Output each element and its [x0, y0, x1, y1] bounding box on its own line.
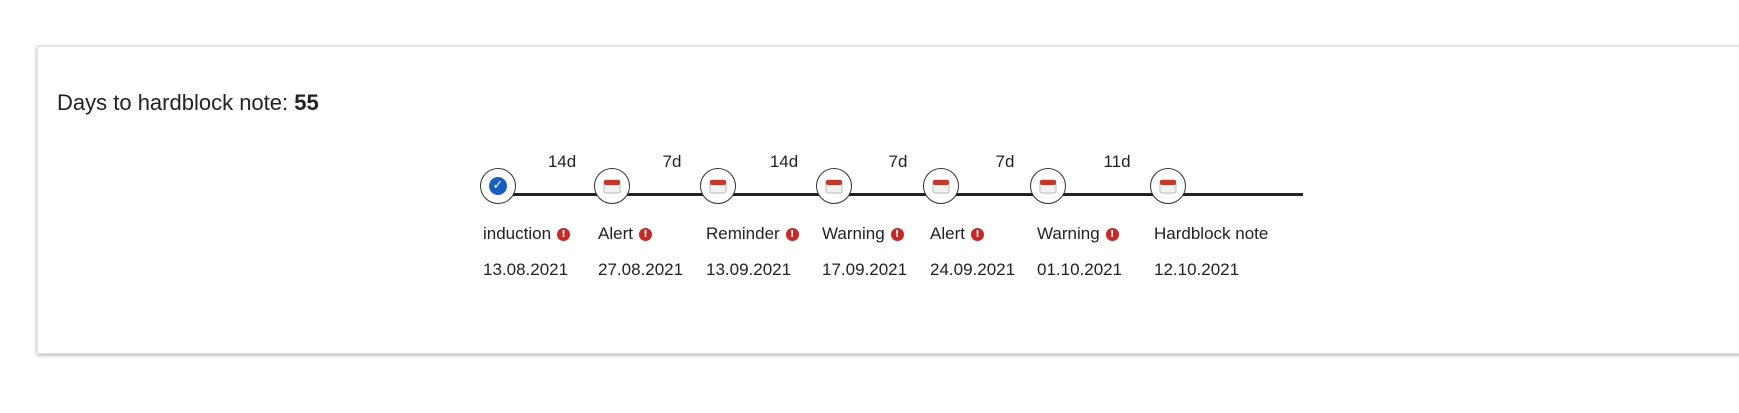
- step-label-text: Reminder: [706, 224, 780, 243]
- step-label-text: Warning: [822, 224, 885, 243]
- calendar-icon: [709, 179, 727, 194]
- exclamation-icon: !: [970, 228, 984, 241]
- step-node-alert-1[interactable]: [594, 168, 630, 204]
- check-circle-icon: ✓: [489, 177, 507, 195]
- gap-label: 7d: [995, 152, 1015, 171]
- gap-label: 14d: [769, 152, 799, 171]
- exclamation-icon: !: [557, 228, 571, 241]
- step-date: 13.08.2021: [483, 260, 569, 279]
- step-node-warning-2[interactable]: [1030, 168, 1066, 204]
- calendar-icon: [825, 179, 843, 194]
- step-node-warning-1[interactable]: [816, 168, 852, 204]
- step-label: Hardblock note: [1154, 224, 1268, 244]
- step-label: Reminder!: [706, 224, 799, 244]
- exclamation-icon: !: [638, 228, 652, 241]
- step-label: Alert!: [930, 224, 984, 244]
- step-date: 17.09.2021: [822, 260, 908, 279]
- step-label: Warning!: [822, 224, 904, 244]
- exclamation-icon: !: [1105, 228, 1119, 241]
- exclamation-icon: !: [890, 228, 904, 241]
- step-label-text: Hardblock note: [1154, 224, 1269, 243]
- step-label-text: Alert: [598, 224, 633, 243]
- gap-label: 11d: [1103, 152, 1131, 171]
- step-date: 27.08.2021: [598, 260, 684, 279]
- step-label: induction!: [483, 224, 571, 244]
- step-label-text: induction: [483, 224, 552, 243]
- step-date: 01.10.2021: [1037, 260, 1123, 279]
- step-date: 24.09.2021: [930, 260, 1016, 279]
- step-label-text: Alert: [930, 224, 965, 243]
- calendar-icon: [1039, 179, 1057, 194]
- step-node-induction[interactable]: ✓: [480, 168, 516, 204]
- gap-label: 14d: [547, 152, 577, 171]
- calendar-icon: [603, 179, 621, 194]
- days-to-hardblock-value: 55: [294, 90, 319, 115]
- step-label-text: Warning: [1037, 224, 1100, 243]
- exclamation-icon: !: [785, 228, 799, 241]
- timeline-card: [37, 46, 1739, 354]
- gap-label: 7d: [888, 152, 908, 171]
- calendar-icon: [932, 179, 950, 194]
- days-to-hardblock-label: Days to hardblock note:: [57, 90, 289, 115]
- step-date: 12.10.2021: [1154, 260, 1240, 279]
- step-label: Warning!: [1037, 224, 1119, 244]
- timeline-line: [498, 193, 1303, 196]
- days-to-hardblock-heading: Days to hardblock note: 55: [57, 90, 319, 116]
- gap-label: 7d: [662, 152, 682, 171]
- step-node-hardblock-note[interactable]: [1150, 168, 1186, 204]
- step-node-alert-2[interactable]: [923, 168, 959, 204]
- step-date: 13.09.2021: [706, 260, 792, 279]
- step-label: Alert!: [598, 224, 652, 244]
- calendar-icon: [1159, 179, 1177, 194]
- step-node-reminder[interactable]: [700, 168, 736, 204]
